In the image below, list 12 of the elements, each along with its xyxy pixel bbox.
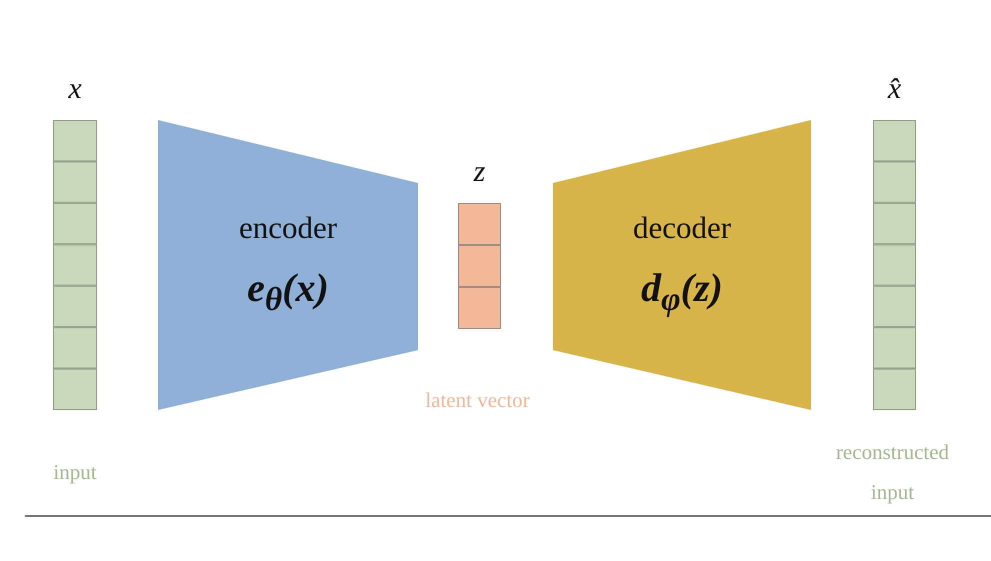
decoder-trapezoid — [553, 120, 811, 410]
block-title: decoder — [632, 212, 732, 243]
block-title: encoder — [238, 212, 338, 243]
caption-text: reconstructed input — [834, 439, 950, 506]
encoder-trapezoid — [158, 120, 418, 410]
math-formula: d$_{φ}$(z) — [640, 268, 724, 316]
vector-symbol: x — [67, 74, 83, 104]
caption-text: input — [52, 459, 98, 486]
caption-text: latent vector — [424, 387, 531, 414]
math-formula: e$_{θ}$(x) — [246, 268, 330, 316]
vector-symbol: x̂ — [886, 74, 902, 104]
vector-symbol: z — [472, 157, 486, 187]
